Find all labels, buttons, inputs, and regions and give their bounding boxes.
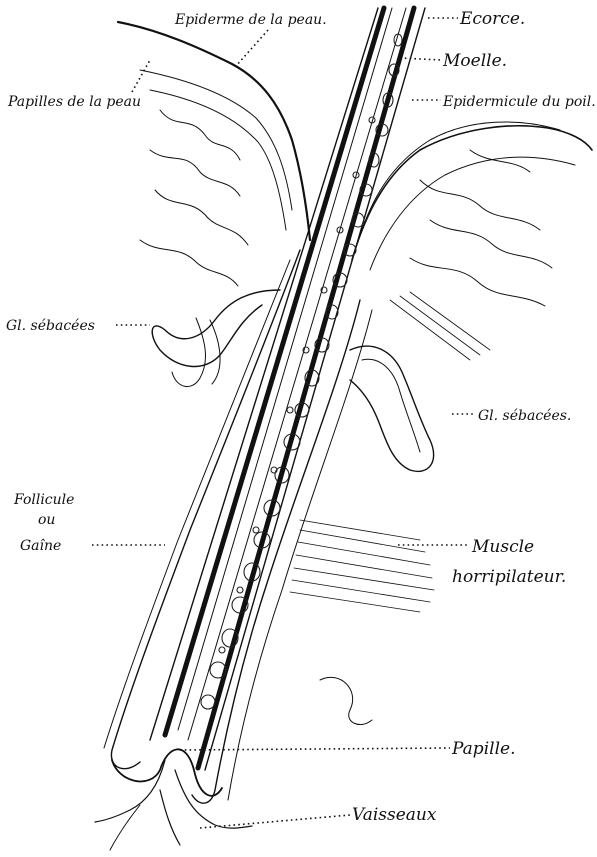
label-follicule-ou: ou: [38, 512, 55, 528]
label-horripilateur: horripilateur.: [452, 567, 566, 587]
label-follicule-gaine: Gaîne: [20, 538, 61, 554]
label-papilles-peau: Papilles de la peau: [7, 94, 141, 110]
hair-shaft: [150, 8, 425, 770]
sebaceous-gland-right: [350, 346, 434, 471]
label-follicule: Follicule: [13, 492, 74, 508]
skin-surface: [118, 22, 592, 270]
label-epidermicule: Epidermicule du poil.: [442, 94, 596, 110]
label-papille: Papille.: [451, 739, 515, 759]
label-muscle: Muscle: [471, 537, 534, 557]
label-gl-sebacees-right: Gl. sébacées.: [478, 408, 571, 424]
medulla-cells: [201, 34, 402, 709]
leader-lines: [92, 18, 476, 828]
label-gl-sebacees-left: Gl. sébacées: [6, 318, 95, 334]
label-ecorce: Ecorce.: [459, 9, 525, 29]
label-moelle: Moelle.: [442, 51, 507, 71]
sebaceous-gland-left: [152, 290, 280, 387]
label-epiderme-peau: Epiderme de la peau.: [174, 12, 327, 28]
label-vaisseaux: Vaisseaux: [352, 805, 437, 825]
